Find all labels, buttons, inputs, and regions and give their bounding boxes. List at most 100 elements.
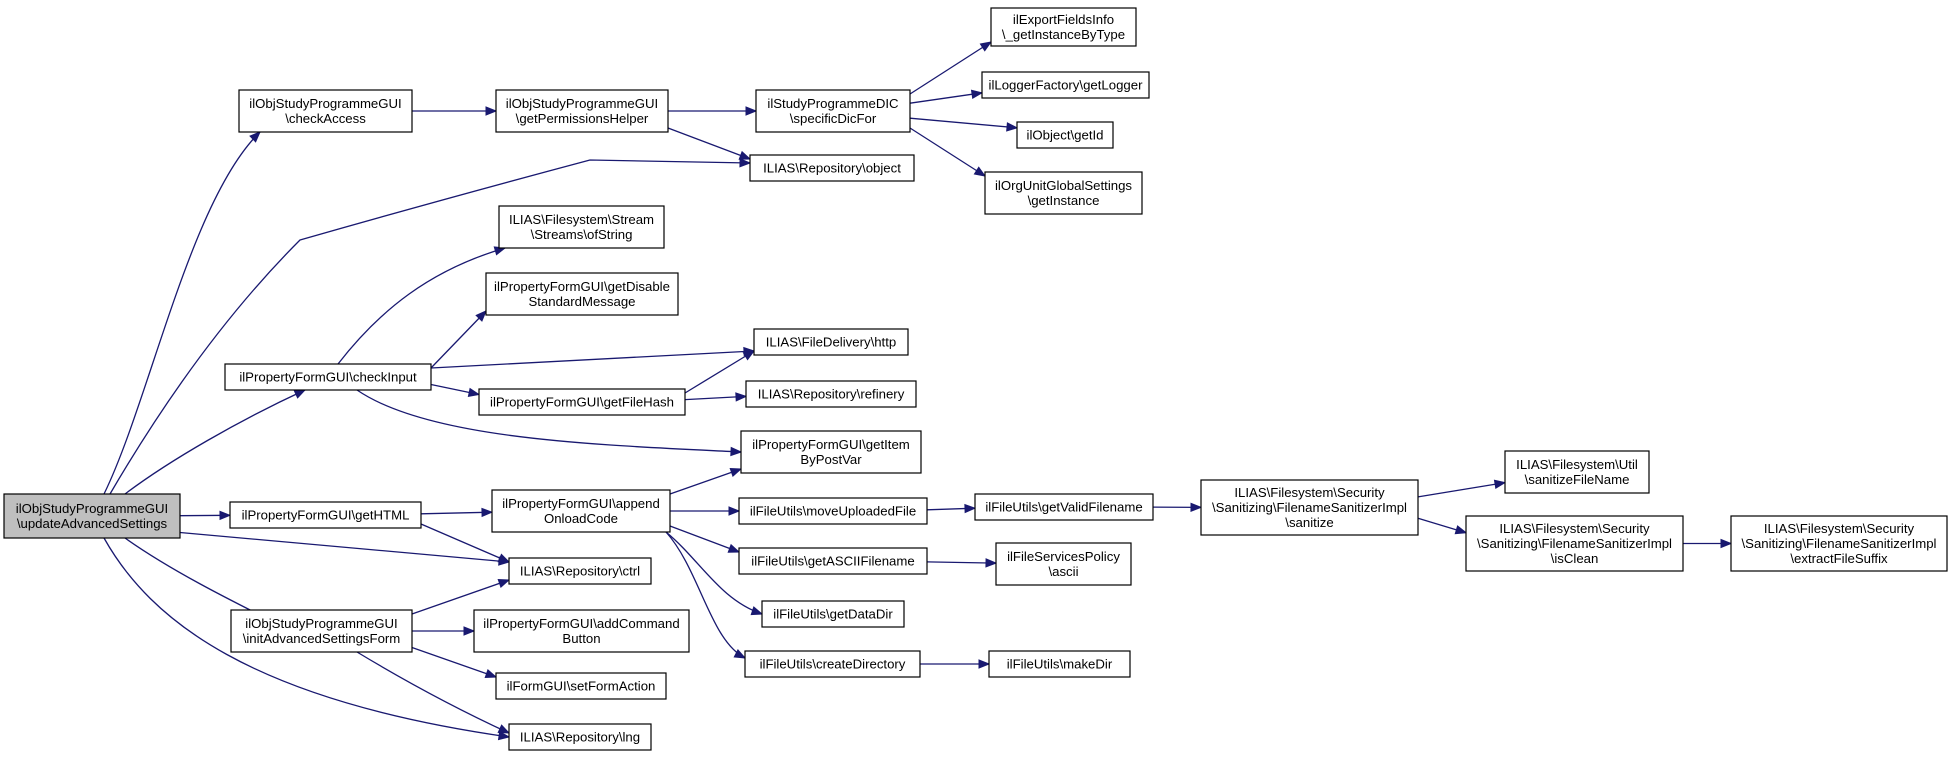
node-getFileHash[interactable]: ilPropertyFormGUI\getFileHash [478, 388, 686, 416]
edge-root-to-repoObject-arrowhead [739, 158, 752, 168]
node-box-exportFieldsInfo [990, 7, 1137, 47]
node-extractFileSuffix[interactable]: ILIAS\Filesystem\Security\Sanitizing\Fil… [1730, 515, 1948, 572]
edge-specificDicFor-to-loggerFactory-arrowhead [970, 89, 984, 99]
node-repoCtrl[interactable]: ILIAS\Repository\ctrl [508, 557, 652, 585]
edge-getHTML-to-repoCtrl [420, 523, 510, 563]
node-label-getASCIIFilename-0: ilFileUtils\getASCIIFilename [751, 554, 914, 569]
edge-sanitize-to-sanitizeFileName [1417, 482, 1506, 498]
node-box-streamsOfString [498, 205, 665, 249]
node-getPermissionsHelper[interactable]: ilObjStudyProgrammeGUI\getPermissionsHel… [495, 89, 669, 133]
node-label-sanitize-2: \sanitize [1285, 515, 1333, 530]
node-setFormAction[interactable]: ilFormGUI\setFormAction [495, 672, 667, 700]
node-specificDicFor[interactable]: ilStudyProgrammeDIC\specificDicFor [755, 89, 911, 133]
node-getValidFilename[interactable]: ilFileUtils\getValidFilename [974, 493, 1154, 521]
node-label-sanitizeFileName-1: \sanitizeFileName [1525, 472, 1630, 487]
node-loggerFactory[interactable]: ilLoggerFactory\getLogger [981, 71, 1150, 99]
node-label-getPermissionsHelper-1: \getPermissionsHelper [516, 111, 649, 126]
node-root[interactable]: ilObjStudyProgrammeGUI\updateAdvancedSet… [3, 493, 181, 539]
node-label-addCommandButton-1: Button [562, 631, 600, 646]
edge-moveUploadedFile-to-getValidFilename-arrowhead [964, 503, 977, 514]
node-getDataDir[interactable]: ilFileUtils\getDataDir [761, 600, 905, 628]
edge-appendOnloadCode-to-getItemByPostVar-arrowhead [729, 468, 743, 477]
node-label-checkAccess-0: ilObjStudyProgrammeGUI [249, 96, 401, 111]
node-label-specificDicFor-0: ilStudyProgrammeDIC [767, 96, 899, 111]
edge-getHTML-to-appendOnloadCode-arrowhead [481, 507, 494, 518]
node-label-root-1: \updateAdvancedSettings [17, 516, 168, 531]
node-streamsOfString[interactable]: ILIAS\Filesystem\Stream\Streams\ofString [498, 205, 665, 249]
node-box-initAdvancedSettingsForm [230, 609, 413, 653]
edge-root-to-checkInput [124, 389, 306, 495]
edge-getPermissionsHelper-to-specificDicFor-arrowhead [745, 106, 758, 116]
edge-root-to-getHTML-arrowhead [219, 510, 232, 521]
node-isClean[interactable]: ILIAS\Filesystem\Security\Sanitizing\Fil… [1465, 515, 1684, 572]
edge-initAdvancedSettingsForm-to-repoLng-arrowhead [497, 724, 511, 734]
node-sanitizeFileName[interactable]: ILIAS\Filesystem\Util\sanitizeFileName [1504, 450, 1650, 494]
node-objectGetId[interactable]: ilObject\getId [1016, 121, 1114, 149]
edge-sanitize-to-isClean-arrowhead [1454, 525, 1468, 535]
node-box-repoLng [508, 723, 652, 751]
edge-getFileHash-to-fileDeliveryHttp [684, 350, 755, 394]
node-fileServicesAscii[interactable]: ilFileServicesPolicy\ascii [995, 542, 1132, 586]
node-repoObject[interactable]: ILIAS\Repository\object [749, 154, 915, 182]
node-label-repoRefinery-0: ILIAS\Repository\refinery [758, 387, 905, 402]
edge-checkInput-to-getFileHash-arrowhead [467, 387, 481, 397]
node-label-getValidFilename-0: ilFileUtils\getValidFilename [985, 500, 1142, 515]
node-fileDeliveryHttp[interactable]: ILIAS\FileDelivery\http [753, 328, 909, 356]
node-label-streamsOfString-0: ILIAS\Filesystem\Stream [509, 212, 654, 227]
edge-initAdvancedSettingsForm-to-addCommandButton-arrowhead [463, 626, 476, 636]
node-label-checkAccess-1: \checkAccess [285, 111, 366, 126]
edge-appendOnloadCode-to-getASCIIFilename [669, 525, 740, 553]
node-getHTML[interactable]: ilPropertyFormGUI\getHTML [229, 501, 422, 529]
node-makeDir[interactable]: ilFileUtils\makeDir [988, 650, 1131, 678]
edge-initAdvancedSettingsForm-to-setFormAction [411, 646, 497, 678]
edge-appendOnloadCode-to-getDataDir [665, 531, 763, 615]
edge-specificDicFor-to-loggerFactory [909, 92, 983, 104]
node-box-root [3, 493, 181, 539]
node-label-fileDeliveryHttp-0: ILIAS\FileDelivery\http [766, 335, 896, 350]
node-label-repoLng-0: ILIAS\Repository\lng [520, 730, 640, 745]
edge-initAdvancedSettingsForm-to-repoCtrl-arrowhead [497, 579, 511, 588]
node-initAdvancedSettingsForm[interactable]: ilObjStudyProgrammeGUI\initAdvancedSetti… [230, 609, 413, 653]
edge-appendOnloadCode-to-getItemByPostVar [669, 468, 742, 495]
node-box-checkAccess [238, 89, 413, 133]
node-label-repoCtrl-0: ILIAS\Repository\ctrl [520, 564, 640, 579]
node-orgUnitSettings[interactable]: ilOrgUnitGlobalSettings\getInstance [984, 171, 1143, 215]
node-label-createDirectory-0: ilFileUtils\createDirectory [760, 657, 906, 672]
node-box-moveUploadedFile [738, 497, 928, 525]
node-exportFieldsInfo[interactable]: ilExportFieldsInfo\_getInstanceByType [990, 7, 1137, 47]
node-box-orgUnitSettings [984, 171, 1143, 215]
edge-initAdvancedSettingsForm-to-repoCtrl [411, 579, 510, 615]
edge-getASCIIFilename-to-fileServicesAscii-arrowhead [985, 558, 998, 568]
node-sanitize[interactable]: ILIAS\Filesystem\Security\Sanitizing\Fil… [1200, 479, 1419, 536]
node-checkInput[interactable]: ilPropertyFormGUI\checkInput [224, 363, 432, 391]
edge-getFileHash-to-fileDeliveryHttp-arrowhead [742, 350, 756, 361]
node-box-getDataDir [761, 600, 905, 628]
edge-specificDicFor-to-objectGetId-arrowhead [1006, 122, 1019, 132]
node-createDirectory[interactable]: ilFileUtils\createDirectory [744, 650, 921, 678]
node-label-checkInput-0: ilPropertyFormGUI\checkInput [239, 370, 417, 385]
edge-getASCIIFilename-to-fileServicesAscii [926, 561, 997, 564]
edge-checkInput-to-getDisableStandardMessage-arrowhead [475, 310, 487, 322]
node-label-moveUploadedFile-0: ilFileUtils\moveUploadedFile [750, 504, 916, 519]
node-box-getPermissionsHelper [495, 89, 669, 133]
edge-specificDicFor-to-orgUnitSettings-arrowhead [973, 166, 987, 177]
node-label-orgUnitSettings-0: ilOrgUnitGlobalSettings [995, 178, 1132, 193]
node-label-getFileHash-0: ilPropertyFormGUI\getFileHash [490, 395, 674, 410]
node-label-isClean-1: \Sanitizing\FilenameSanitizerImpl [1477, 536, 1672, 551]
node-label-root-0: ilObjStudyProgrammeGUI [16, 501, 168, 516]
node-checkAccess[interactable]: ilObjStudyProgrammeGUI\checkAccess [238, 89, 413, 133]
node-label-makeDir-0: ilFileUtils\makeDir [1007, 657, 1113, 672]
node-getDisableStandardMessage[interactable]: ilPropertyFormGUI\getDisableStandardMess… [485, 272, 679, 316]
node-repoRefinery[interactable]: ILIAS\Repository\refinery [745, 380, 917, 408]
node-getASCIIFilename[interactable]: ilFileUtils\getASCIIFilename [738, 547, 928, 575]
node-moveUploadedFile[interactable]: ilFileUtils\moveUploadedFile [738, 497, 928, 525]
node-box-getHTML [229, 501, 422, 529]
node-label-fileServicesAscii-0: ilFileServicesPolicy [1007, 549, 1120, 564]
node-repoLng[interactable]: ILIAS\Repository\lng [508, 723, 652, 751]
node-label-repoObject-0: ILIAS\Repository\object [763, 161, 901, 176]
node-label-specificDicFor-1: \specificDicFor [790, 111, 877, 126]
